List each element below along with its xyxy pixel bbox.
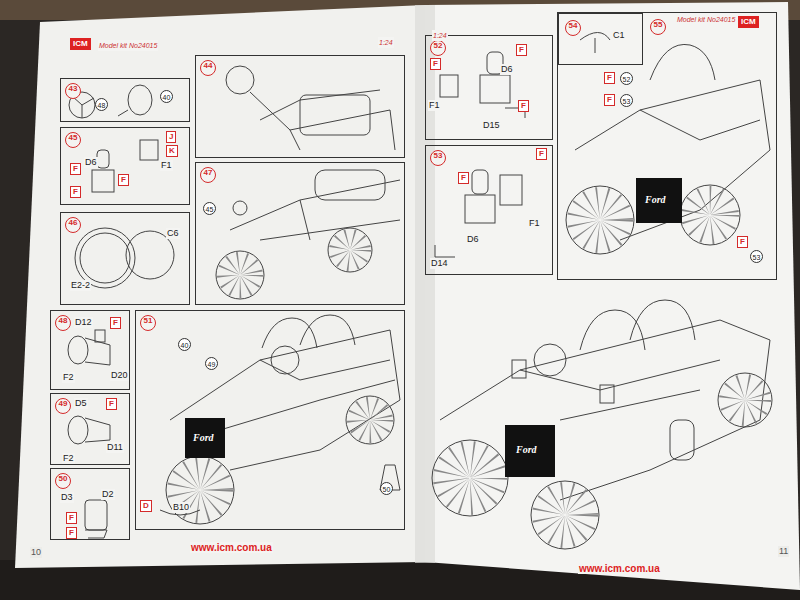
step-number: 52 — [430, 40, 446, 56]
decal-box: D — [140, 500, 152, 512]
part-label: C6 — [166, 228, 180, 239]
header-text: 1:24 — [378, 37, 394, 48]
step-number: 51 — [140, 315, 156, 331]
decal-box: F — [604, 72, 615, 84]
decal-box: F — [737, 236, 748, 248]
brand-badge: Ford — [643, 194, 668, 206]
decal-box: F — [66, 527, 77, 539]
part-label: E2-2 — [70, 280, 91, 291]
part-label: D11 — [106, 442, 124, 453]
callout-number: 53 — [620, 94, 633, 107]
part-label: F2 — [62, 453, 75, 464]
decal-box: F — [518, 100, 529, 112]
part-label: C1 — [612, 30, 626, 41]
decal-box: F — [66, 512, 77, 524]
decal-box: F — [516, 44, 527, 56]
decal-box: F — [118, 174, 129, 186]
part-label: D20 — [110, 370, 129, 381]
step-panel: 50 — [50, 468, 130, 540]
part-label: D3 — [60, 492, 74, 503]
step-panel: 47 — [195, 162, 405, 305]
decal-box: F — [604, 94, 615, 106]
decal-box: F — [110, 317, 121, 329]
part-label: D2 — [101, 489, 115, 500]
brand-badge: Ford — [514, 444, 539, 456]
header-text: Model kit No24015 — [676, 14, 736, 25]
callout-number: 50 — [380, 482, 393, 495]
part-label: D15 — [482, 120, 501, 131]
website-url: www.icm.com.ua — [578, 563, 661, 574]
callout-number: 49 — [205, 357, 218, 370]
step-number: 47 — [200, 167, 216, 183]
part-label: D6 — [500, 64, 514, 75]
decal-box: K — [166, 145, 178, 157]
header-text: 1:24 — [432, 30, 448, 41]
part-label: B10 — [172, 502, 190, 513]
website-url: www.icm.com.ua — [190, 542, 273, 553]
decal-box: F — [106, 398, 117, 410]
step-panel: 53 — [425, 145, 553, 275]
step-number: 54 — [565, 20, 581, 36]
decal-box: F — [70, 186, 81, 198]
callout-number: 40 — [178, 338, 191, 351]
part-label: D6 — [466, 234, 480, 245]
callout-number: 45 — [203, 202, 216, 215]
callout-number: 48 — [95, 98, 108, 111]
step-number: 55 — [650, 19, 666, 35]
step-number: 50 — [55, 473, 71, 489]
decal-box: F — [536, 148, 547, 160]
step-panel: 51 — [135, 310, 405, 530]
callout-number: 53 — [750, 250, 763, 263]
step-number: 49 — [55, 398, 71, 414]
step-panel: 54 — [558, 13, 643, 65]
decal-box: F — [430, 58, 441, 70]
step-number: 43 — [65, 83, 81, 99]
left-page — [15, 5, 425, 568]
part-label: F1 — [160, 160, 173, 171]
step-number: 48 — [55, 315, 71, 331]
brand-badge: Ford — [191, 432, 216, 444]
line-art — [68, 33, 772, 550]
page-number: 11 — [778, 546, 789, 557]
step-number: 45 — [65, 132, 81, 148]
part-label: D6 — [84, 157, 98, 168]
decal-box: J — [166, 131, 176, 143]
page-number: 10 — [30, 547, 42, 558]
decal-box: F — [70, 163, 81, 175]
part-label: F1 — [528, 218, 541, 229]
header-text: Model kit No24015 — [98, 40, 158, 51]
step-number: 53 — [430, 150, 446, 166]
part-label: D5 — [74, 398, 88, 409]
step-panel: 46 — [60, 212, 190, 305]
callout-number: 52 — [620, 72, 633, 85]
decal-box: F — [458, 172, 469, 184]
radiators — [185, 178, 682, 477]
part-label: F1 — [428, 100, 441, 111]
step-number: 44 — [200, 60, 216, 76]
logo: ICM — [70, 38, 91, 50]
part-label: D12 — [74, 317, 93, 328]
part-label: D14 — [430, 258, 449, 269]
logo: ICM — [738, 16, 759, 28]
callout-number: 40 — [160, 90, 173, 103]
step-number: 46 — [65, 217, 81, 233]
right-page — [425, 2, 800, 590]
part-label: F2 — [62, 372, 75, 383]
step-panel: 44 — [195, 55, 405, 158]
